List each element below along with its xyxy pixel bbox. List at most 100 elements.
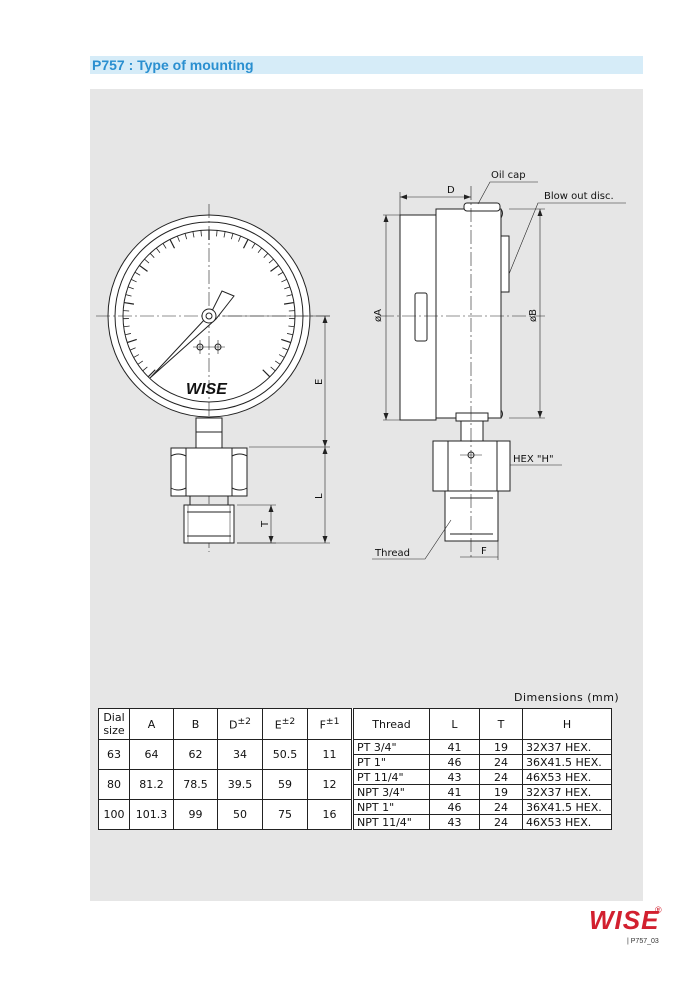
- cell-f: 11: [307, 739, 353, 770]
- dial-tick: [176, 235, 180, 242]
- cell-h: 46X53 HEX.: [522, 769, 612, 785]
- cell-thread: NPT 1": [351, 799, 430, 815]
- dial-tick: [192, 231, 195, 238]
- dial-tick: [277, 271, 284, 276]
- label-oil-cap: Oil cap: [491, 170, 526, 181]
- cell-e: 59: [262, 769, 308, 800]
- cell-t: 19: [479, 784, 523, 800]
- col-t: T: [479, 708, 523, 740]
- dial-tick: [127, 338, 137, 344]
- cell-dial: 100: [98, 799, 130, 830]
- cell-l: 41: [429, 784, 480, 800]
- cell-t: 24: [479, 769, 523, 785]
- dial-tick: [282, 347, 289, 351]
- dial-tick: [162, 243, 167, 249]
- dial-tick: [263, 253, 269, 258]
- dial-tick: [169, 239, 176, 249]
- label-d: D: [447, 185, 455, 196]
- thread-side: [444, 490, 499, 542]
- dial-tick: [144, 258, 150, 264]
- dial-tick: [242, 239, 249, 249]
- table-row: 63 64 62 34 50.5 11 PT 3/4" 41 19 32X37 …: [98, 739, 612, 770]
- col-l: L: [429, 708, 480, 740]
- dial-tick: [223, 231, 226, 238]
- dial-tick: [125, 294, 132, 297]
- header-bar: [90, 56, 643, 74]
- col-h: H: [522, 708, 612, 740]
- dial-tick: [216, 230, 218, 237]
- dial-tick: [134, 271, 141, 276]
- cell-t: 19: [479, 739, 523, 755]
- dial-tick: [149, 253, 155, 258]
- cell-l: 41: [429, 739, 480, 755]
- label-e: E: [314, 379, 325, 385]
- dial-tick: [286, 333, 294, 336]
- col-b: B: [173, 708, 218, 740]
- table-row: NPT 11/4" 43 24 46X53 HEX.: [99, 814, 612, 830]
- dial-tick: [257, 247, 263, 254]
- dial-tick: [251, 243, 256, 249]
- dial-tick: [230, 233, 234, 240]
- cell-t: 24: [479, 799, 523, 815]
- table-row: 80 81.2 78.5 39.5 59 12 PT 11/4" 43 24 4…: [98, 769, 612, 800]
- table-row: NPT 3/4" 41 19 32X37 HEX.: [99, 784, 612, 800]
- label-thread: Thread: [374, 548, 410, 559]
- hex-nut-side: [432, 440, 511, 492]
- blow-out-disc: [500, 235, 510, 293]
- dial-tick: [129, 347, 136, 351]
- col-e: E±2: [262, 708, 308, 740]
- dial-tick: [262, 369, 271, 378]
- cell-d: 34: [217, 739, 263, 770]
- brand-logo: WISE: [589, 905, 660, 935]
- cell-h: 46X53 HEX.: [522, 814, 612, 830]
- cell-b: 99: [173, 799, 218, 830]
- col-dial-size: Dial size: [98, 708, 130, 740]
- dial-tick: [238, 235, 242, 242]
- cell-f: 12: [307, 769, 353, 800]
- dial-tick: [133, 354, 140, 358]
- oil-cap: [463, 202, 501, 212]
- col-thread: Thread: [351, 708, 430, 740]
- dial-tick: [270, 264, 279, 272]
- cell-h: 36X41.5 HEX.: [522, 754, 612, 770]
- dial-tick: [127, 286, 134, 290]
- cell-f: 16: [307, 799, 353, 830]
- cell-thread: NPT 11/4": [351, 814, 430, 830]
- dimensions-table: Dial size A B D±2 E±2 F±1 Thread L T H 6…: [98, 708, 612, 830]
- cell-t: 24: [479, 754, 523, 770]
- dial-tick: [139, 264, 148, 272]
- dial-tick: [283, 301, 295, 305]
- cell-d: 39.5: [217, 769, 263, 800]
- label-l: L: [314, 493, 325, 499]
- cell-l: 43: [429, 769, 480, 785]
- dial-tick: [123, 325, 130, 328]
- cell-thread: NPT 3/4": [351, 784, 430, 800]
- hex-nut-front: [170, 447, 248, 497]
- cell-dial: 63: [98, 739, 130, 770]
- cell-a: 64: [129, 739, 174, 770]
- cell-e: 75: [262, 799, 308, 830]
- table-row: PT 1" 46 24 36X41.5 HEX.: [99, 754, 612, 770]
- label-phi-a: øA: [373, 309, 384, 322]
- thread-front: [183, 504, 235, 544]
- label-hex: HEX "H": [513, 454, 554, 465]
- dimensions-caption: Dimensions (mm): [514, 691, 620, 704]
- dial-tick: [184, 233, 188, 240]
- label-phi-b: øB: [528, 309, 539, 322]
- label-f: F: [481, 546, 487, 557]
- pointer-hub: [201, 308, 217, 324]
- cell-thread: PT 11/4": [351, 769, 430, 785]
- cell-l: 46: [429, 799, 480, 815]
- table-row: 100 101.3 99 50 75 16 NPT 1" 46 24 36X41…: [98, 799, 612, 830]
- dial-tick: [281, 338, 291, 344]
- cell-t: 24: [479, 814, 523, 830]
- dial-tick: [123, 301, 135, 305]
- label-blow-out: Blow out disc.: [544, 191, 614, 202]
- dial-tick: [147, 369, 156, 378]
- table-header-row: Dial size A B D±2 E±2 F±1 Thread L T H: [98, 708, 612, 740]
- cell-l: 46: [429, 754, 480, 770]
- label-t: T: [260, 520, 271, 528]
- cell-h: 36X41.5 HEX.: [522, 799, 612, 815]
- dial-tick: [274, 360, 281, 365]
